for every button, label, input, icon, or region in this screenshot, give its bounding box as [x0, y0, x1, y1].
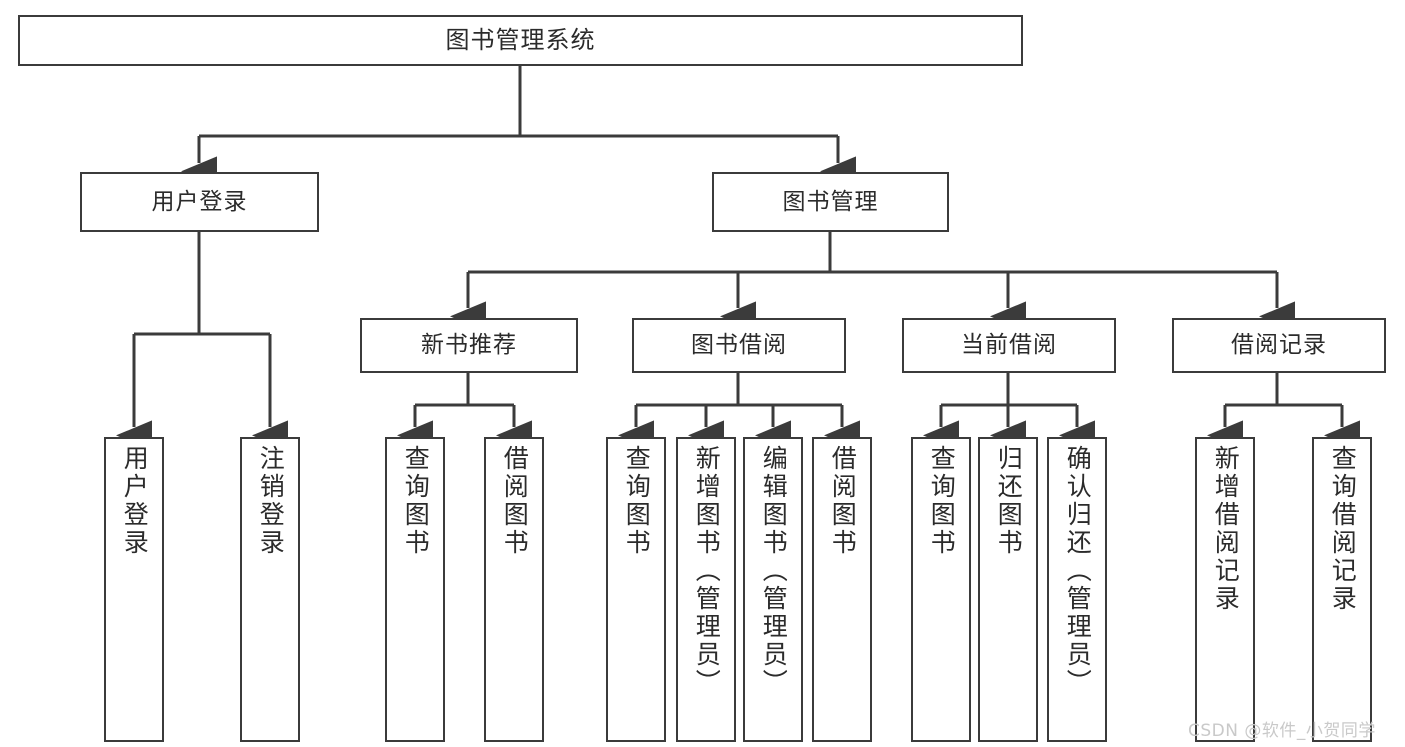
leaf-query-borrow-record[interactable]: 查询借阅记录: [1312, 437, 1372, 742]
leaf-user-login[interactable]: 用户登录: [104, 437, 164, 742]
leaf-borrow-book[interactable]: 借阅图书: [812, 437, 872, 742]
node-label: 图书管理: [782, 188, 879, 215]
node-root-book-management-system[interactable]: 图书管理系统: [18, 15, 1023, 66]
leaf-borrow-book-recommend[interactable]: 借阅图书: [484, 437, 544, 742]
leaf-return-book[interactable]: 归还图书: [978, 437, 1038, 742]
leaf-edit-book-admin[interactable]: 编辑图书（管理员）: [743, 437, 803, 742]
node-label: 编辑图书（管理员）: [759, 445, 789, 697]
node-label: 注销登录: [256, 445, 286, 557]
leaf-logout-login[interactable]: 注销登录: [240, 437, 300, 742]
node-book-borrow[interactable]: 图书借阅: [632, 318, 846, 373]
node-label: 用户登录: [151, 188, 248, 215]
node-label: 查询图书: [622, 445, 652, 557]
csdn-watermark: CSDN @软件_小贺同学: [1188, 721, 1376, 741]
node-label: 查询图书: [401, 445, 431, 557]
node-label: 图书管理系统: [445, 25, 596, 54]
leaf-add-book-admin[interactable]: 新增图书（管理员）: [676, 437, 736, 742]
node-label: 借阅图书: [828, 445, 858, 557]
leaf-query-book-recommend[interactable]: 查询图书: [385, 437, 445, 742]
node-label: 查询借阅记录: [1328, 445, 1358, 613]
node-label: 当前借阅: [961, 332, 1057, 359]
node-label: 借阅记录: [1231, 332, 1327, 359]
node-current-borrow[interactable]: 当前借阅: [902, 318, 1116, 373]
node-new-book-recommend[interactable]: 新书推荐: [360, 318, 578, 373]
node-label: 新增图书（管理员）: [692, 445, 722, 697]
node-label: 用户登录: [120, 445, 150, 557]
node-label: 新增借阅记录: [1211, 445, 1241, 613]
node-label: 查询图书: [927, 445, 957, 557]
leaf-query-book-current[interactable]: 查询图书: [911, 437, 971, 742]
leaf-confirm-return-admin[interactable]: 确认归还（管理员）: [1047, 437, 1107, 742]
node-label: 归还图书: [994, 445, 1024, 557]
node-label: 借阅图书: [500, 445, 530, 557]
node-borrow-record[interactable]: 借阅记录: [1172, 318, 1386, 373]
node-book-management[interactable]: 图书管理: [712, 172, 949, 232]
leaf-query-book-borrow[interactable]: 查询图书: [606, 437, 666, 742]
node-label: 确认归还（管理员）: [1063, 445, 1093, 697]
node-label: 图书借阅: [691, 332, 787, 359]
node-label: 新书推荐: [421, 332, 517, 359]
node-user-login[interactable]: 用户登录: [80, 172, 319, 232]
leaf-add-borrow-record[interactable]: 新增借阅记录: [1195, 437, 1255, 742]
